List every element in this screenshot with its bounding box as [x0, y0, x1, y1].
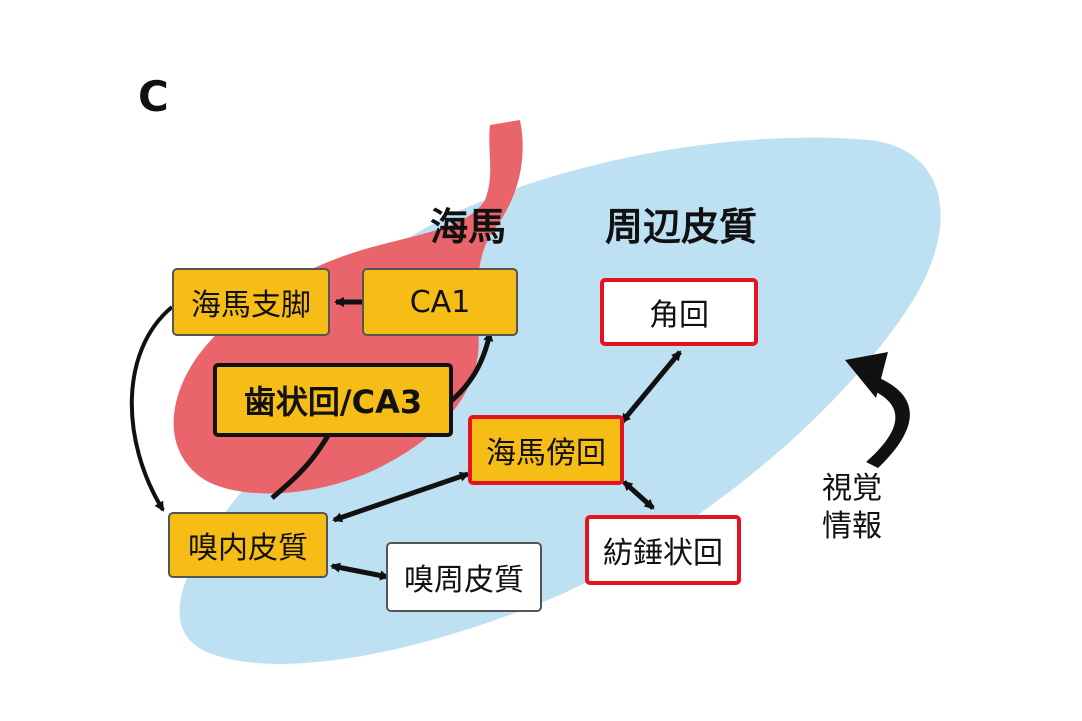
visual-information-label: 視覚 情報 — [812, 470, 892, 546]
node-angular: 角回 — [600, 278, 758, 346]
node-entorhinal: 嗅内皮質 — [168, 512, 328, 578]
region-label-perirhinal: 周辺皮質 — [605, 205, 758, 249]
arrow-entorhinal-perirhinal — [330, 562, 390, 581]
node-parahippocampal: 海馬傍回 — [468, 415, 624, 485]
node-ca1: CA1 — [362, 268, 518, 336]
arrow-subiculum-to-entorhinal — [129, 305, 174, 512]
region-label-hippocampus: 海馬 — [430, 205, 507, 249]
arrow-ca3-to-ca1 — [448, 331, 494, 404]
panel-letter: C — [138, 72, 169, 121]
node-dentate-ca3: 歯状回/CA3 — [213, 363, 453, 437]
visual-information-line2: 情報 — [822, 509, 882, 544]
node-subiculum: 海馬支脚 — [172, 268, 330, 336]
arrow-parahippocampal-fusiform — [622, 480, 655, 510]
visual-input-arrowhead — [845, 352, 888, 398]
arrow-parahippocampal-angular — [620, 350, 682, 424]
visual-input-arrow — [866, 375, 910, 468]
node-fusiform: 紡錘状回 — [585, 515, 741, 585]
node-perirhinal-cortex: 嗅周皮質 — [386, 542, 542, 612]
visual-information-line1: 視覚 — [822, 471, 882, 506]
arrow-entorhinal-parahippocampal — [332, 471, 470, 523]
